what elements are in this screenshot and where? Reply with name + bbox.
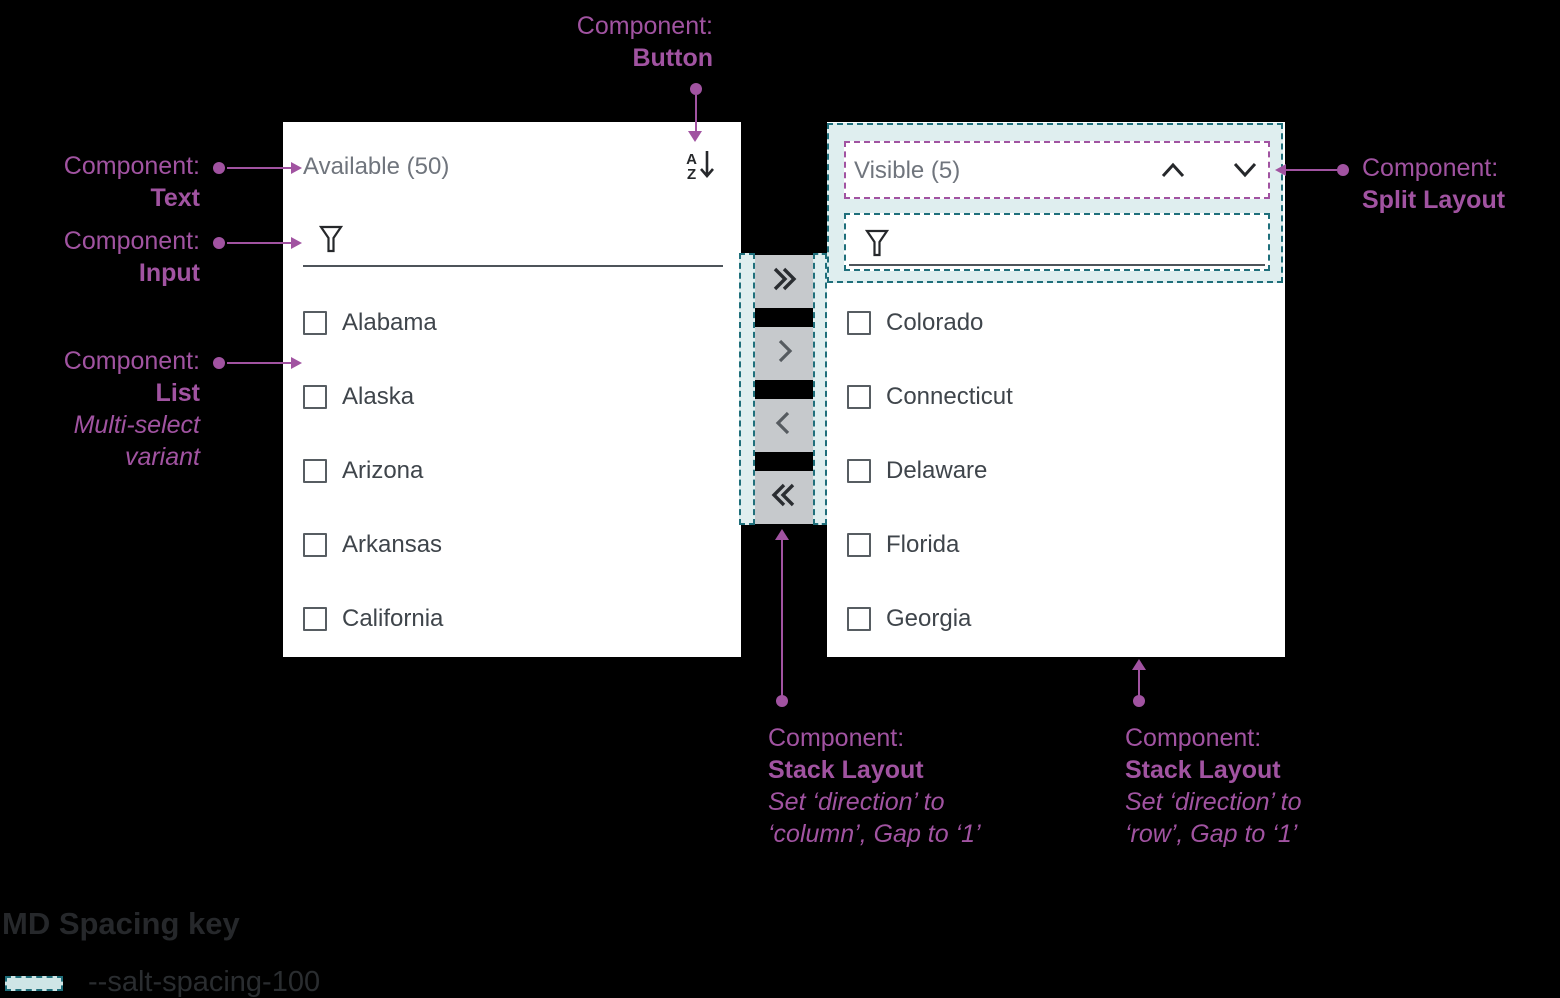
checkbox[interactable]	[847, 607, 871, 631]
double-chevron-left-icon	[769, 480, 799, 515]
annotation-line	[1138, 670, 1140, 698]
spacing-key-title: MD Spacing key	[2, 906, 240, 941]
spacing-key-token-label: --salt-spacing-100	[88, 966, 321, 998]
list-item[interactable]: Arkansas	[303, 530, 442, 560]
arrow-down-icon	[699, 148, 715, 185]
visible-filter-input[interactable]	[844, 213, 1270, 271]
annotation-dot	[1337, 164, 1349, 176]
checkbox[interactable]	[303, 607, 327, 631]
annotation-arrowhead	[775, 529, 789, 540]
list-item-label: Alabama	[342, 309, 437, 336]
list-item[interactable]: Alaska	[303, 382, 414, 412]
list-item[interactable]: Georgia	[847, 604, 971, 634]
visible-list-title: Visible (5)	[854, 157, 961, 184]
annotation-dot	[690, 83, 702, 95]
list-item-label: Connecticut	[886, 383, 1013, 410]
annotation-stack-layout-row: Component: Stack Layout Set ‘direction’ …	[1125, 724, 1302, 848]
list-item[interactable]: Colorado	[847, 308, 983, 338]
chevron-left-icon	[769, 408, 799, 443]
annotation-line	[227, 167, 291, 169]
chevron-up-icon	[1158, 160, 1188, 185]
sort-a-z-letters: A Z	[686, 150, 697, 183]
double-chevron-right-icon	[769, 264, 799, 299]
move-left-button[interactable]	[755, 399, 813, 452]
annotation-arrowhead	[1275, 164, 1286, 176]
list-item-label: California	[342, 605, 444, 632]
list-item[interactable]: Arizona	[303, 456, 423, 486]
annotation-dot	[213, 357, 225, 369]
checkbox[interactable]	[303, 533, 327, 557]
chevron-down-icon	[1230, 160, 1260, 185]
annotation-button: Component: Button	[576, 12, 713, 72]
move-all-right-button[interactable]	[755, 255, 813, 308]
spacing-key-swatch	[5, 976, 63, 991]
list-item-label: Arizona	[342, 457, 424, 484]
split-layout-region: Visible (5)	[844, 141, 1270, 199]
list-item-label: Alaska	[342, 383, 415, 410]
annotation-line	[781, 540, 783, 698]
annotation-dot	[1133, 695, 1145, 707]
annotation-dot	[776, 695, 788, 707]
checkbox[interactable]	[847, 311, 871, 335]
checkbox[interactable]	[303, 311, 327, 335]
list-item-label: Colorado	[886, 309, 984, 336]
annotation-input: Component: Input	[63, 227, 200, 287]
annotation-dot	[213, 237, 225, 249]
move-up-button[interactable]	[1156, 159, 1190, 185]
list-item[interactable]: Alabama	[303, 308, 437, 338]
filter-icon	[318, 224, 344, 259]
annotation-line	[227, 242, 291, 244]
input-underline	[303, 265, 723, 267]
annotation-arrowhead	[291, 357, 302, 369]
available-list-title: Available (50)	[303, 153, 450, 180]
list-item-label: Delaware	[886, 457, 988, 484]
list-item[interactable]: Delaware	[847, 456, 987, 486]
annotation-arrowhead	[291, 237, 302, 249]
list-item[interactable]: Florida	[847, 530, 959, 560]
annotation-arrowhead	[1132, 659, 1146, 670]
sort-a-z-button[interactable]: A Z	[686, 148, 715, 185]
list-item-label: Florida	[886, 531, 960, 558]
list-item[interactable]: Connecticut	[847, 382, 1013, 412]
move-right-button[interactable]	[755, 327, 813, 380]
spacing-indicator-right	[813, 253, 827, 525]
checkbox[interactable]	[847, 385, 871, 409]
annotation-list: Component: List Multi-select variant	[63, 347, 200, 471]
annotation-line	[1286, 169, 1337, 171]
filter-icon	[864, 228, 890, 263]
chevron-right-icon	[769, 336, 799, 371]
annotation-text: Component: Text	[63, 152, 200, 212]
annotation-arrowhead	[688, 131, 702, 142]
move-all-left-button[interactable]	[755, 471, 813, 524]
annotation-line	[695, 95, 697, 131]
annotation-line	[227, 362, 291, 364]
annotation-dot	[213, 162, 225, 174]
checkbox[interactable]	[303, 385, 327, 409]
spacing-indicator-left	[739, 253, 755, 525]
visible-list-panel: Visible (5)	[827, 122, 1285, 657]
annotation-split-layout: Component: Split Layout	[1362, 154, 1506, 214]
list-item-label: Georgia	[886, 605, 972, 632]
annotation-arrowhead	[291, 162, 302, 174]
annotation-stack-layout-column: Component: Stack Layout Set ‘direction’ …	[768, 724, 981, 848]
checkbox[interactable]	[303, 459, 327, 483]
list-item[interactable]: California	[303, 604, 443, 634]
move-down-button[interactable]	[1228, 159, 1262, 185]
checkbox[interactable]	[847, 533, 871, 557]
spacing-overlay-region: Visible (5)	[827, 123, 1283, 283]
input-underline	[849, 264, 1265, 266]
available-list-panel: Available (50) A Z Alabama	[283, 122, 741, 657]
list-item-label: Arkansas	[342, 531, 443, 558]
checkbox[interactable]	[847, 459, 871, 483]
